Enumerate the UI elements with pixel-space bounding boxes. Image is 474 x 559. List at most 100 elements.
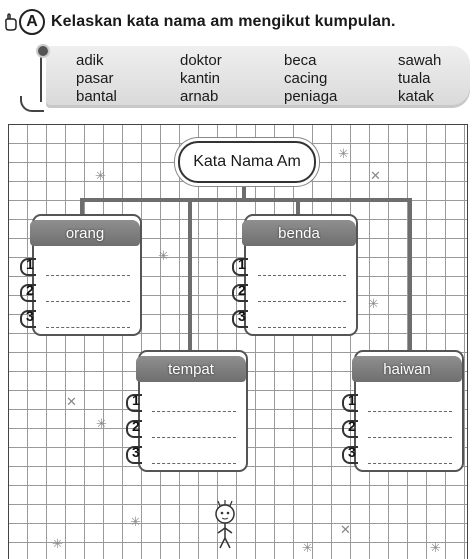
slot-number: 3 bbox=[26, 308, 34, 324]
answer-slot-3[interactable]: 3 bbox=[20, 306, 130, 330]
sparkle-icon: ✳ bbox=[338, 146, 349, 161]
ring-icon bbox=[342, 446, 358, 464]
answer-slot-3[interactable]: 3 bbox=[342, 442, 452, 466]
instruction-text: Kelaskan kata nama am mengikut kumpulan. bbox=[51, 13, 396, 30]
category-tab: orang bbox=[30, 220, 140, 246]
sparkle-icon: ✳ bbox=[430, 540, 441, 555]
diagram-title-box: Kata Nama Am bbox=[178, 141, 316, 183]
answer-line bbox=[368, 437, 452, 438]
section-badge: A bbox=[19, 9, 45, 35]
word-bank-panel bbox=[46, 46, 470, 108]
category-label: tempat bbox=[168, 360, 214, 378]
category-tab: benda bbox=[242, 220, 356, 246]
connector-orang bbox=[80, 198, 84, 216]
slot-number: 1 bbox=[238, 256, 246, 272]
answer-slot-2[interactable]: 2 bbox=[20, 280, 130, 304]
ring-icon bbox=[126, 394, 142, 412]
word-item: tuala bbox=[398, 70, 431, 87]
word-item: peniaga bbox=[284, 88, 338, 105]
answer-line bbox=[258, 275, 346, 276]
answer-line bbox=[46, 301, 130, 302]
ring-icon bbox=[342, 420, 358, 438]
category-card-haiwan: haiwan 1 2 3 bbox=[342, 350, 464, 472]
category-card-tempat: tempat 1 2 3 bbox=[126, 350, 248, 472]
category-card-orang: orang 1 2 3 bbox=[20, 214, 142, 336]
word-item: arnab bbox=[180, 88, 219, 105]
sparkle-icon: ✳ bbox=[95, 168, 106, 183]
ring-icon bbox=[342, 394, 358, 412]
pin-hook bbox=[20, 96, 44, 112]
answer-slot-1[interactable]: 1 bbox=[232, 254, 346, 278]
ring-icon bbox=[20, 258, 36, 276]
slot-number: 3 bbox=[238, 308, 246, 324]
slot-number: 1 bbox=[348, 392, 356, 408]
answer-slot-2[interactable]: 2 bbox=[126, 416, 236, 440]
slot-number: 2 bbox=[132, 418, 140, 434]
dragonfly-icon: ✕ bbox=[66, 394, 77, 409]
slot-number: 1 bbox=[132, 392, 140, 408]
slot-number: 2 bbox=[238, 282, 246, 298]
slot-number: 1 bbox=[26, 256, 34, 272]
answer-slot-2[interactable]: 2 bbox=[232, 280, 346, 304]
answer-line bbox=[46, 327, 130, 328]
ring-icon bbox=[20, 310, 36, 328]
answer-line bbox=[152, 437, 236, 438]
answer-line bbox=[258, 327, 346, 328]
slot-number: 3 bbox=[132, 444, 140, 460]
connector-benda bbox=[296, 198, 300, 216]
sparkle-icon: ✳ bbox=[130, 514, 141, 529]
word-item: doktor bbox=[180, 52, 222, 69]
answer-line bbox=[152, 463, 236, 464]
answer-slot-1[interactable]: 1 bbox=[126, 390, 236, 414]
pin-icon bbox=[36, 44, 50, 58]
sparkle-icon: ✳ bbox=[52, 536, 63, 551]
category-label: haiwan bbox=[383, 360, 431, 378]
slot-number: 2 bbox=[26, 282, 34, 298]
word-item: kantin bbox=[180, 70, 221, 87]
connector-bar bbox=[80, 198, 412, 202]
ring-icon bbox=[232, 310, 248, 328]
word-item: sawah bbox=[398, 52, 442, 69]
category-tab: tempat bbox=[136, 356, 246, 382]
pin-string bbox=[40, 56, 42, 102]
answer-line bbox=[258, 301, 346, 302]
mascot-character-icon bbox=[215, 500, 235, 549]
sparkle-icon: ✳ bbox=[302, 540, 313, 555]
answer-line bbox=[368, 411, 452, 412]
dragonfly-icon: ✕ bbox=[340, 522, 351, 537]
category-tab: haiwan bbox=[352, 356, 462, 382]
answer-line bbox=[152, 411, 236, 412]
connector-trunk bbox=[242, 179, 246, 201]
word-item: pasar bbox=[76, 70, 114, 87]
ring-icon bbox=[232, 258, 248, 276]
ring-icon bbox=[232, 284, 248, 302]
instruction-header: A Kelaskan kata nama am mengikut kumpula… bbox=[4, 8, 396, 36]
word-bank-list: adik doktor beca sawah pasar kantin caci… bbox=[76, 52, 470, 105]
answer-slot-1[interactable]: 1 bbox=[342, 390, 452, 414]
answer-line bbox=[46, 275, 130, 276]
grid-paper bbox=[8, 124, 468, 559]
sparkle-icon: ✳ bbox=[96, 416, 107, 431]
answer-slot-2[interactable]: 2 bbox=[342, 416, 452, 440]
category-card-benda: benda 1 2 3 bbox=[232, 214, 358, 336]
word-item: adik bbox=[76, 52, 104, 69]
answer-slot-1[interactable]: 1 bbox=[20, 254, 130, 278]
pointing-hand-icon bbox=[5, 13, 17, 31]
category-label: orang bbox=[65, 224, 105, 242]
answer-slot-3[interactable]: 3 bbox=[232, 306, 346, 330]
answer-slot-3[interactable]: 3 bbox=[126, 442, 236, 466]
ring-icon bbox=[20, 284, 36, 302]
word-item: bantal bbox=[76, 88, 117, 105]
sparkle-icon: ✳ bbox=[368, 296, 379, 311]
answer-line bbox=[368, 463, 452, 464]
ring-icon bbox=[126, 446, 142, 464]
diagram-title: Kata Nama Am bbox=[193, 153, 301, 170]
ring-icon bbox=[126, 420, 142, 438]
dragonfly-icon: ✕ bbox=[370, 168, 381, 183]
sparkle-icon: ✳ bbox=[158, 248, 169, 263]
connector-tempat bbox=[188, 198, 192, 352]
connector-haiwan bbox=[408, 198, 412, 352]
slot-number: 3 bbox=[348, 444, 356, 460]
slot-number: 2 bbox=[348, 418, 356, 434]
category-label: benda bbox=[278, 224, 320, 242]
